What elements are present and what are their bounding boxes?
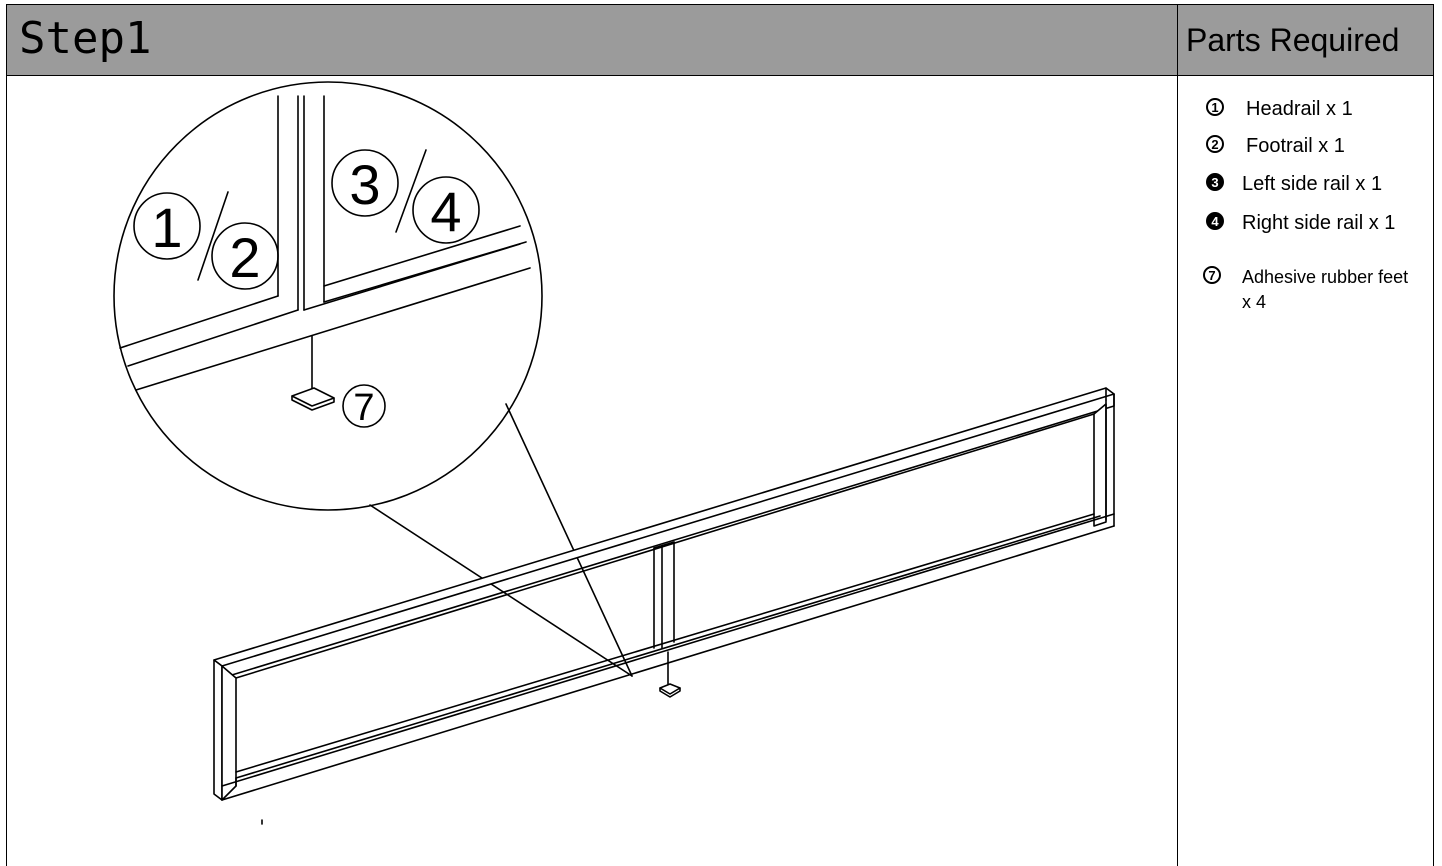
part-label: Adhesive rubber feet x 4 <box>1242 267 1409 312</box>
callout-circle-3 <box>331 149 399 217</box>
parts-panel <box>1178 76 1434 866</box>
callout-circle-2 <box>211 222 279 290</box>
step-header: Step1 <box>6 4 1178 76</box>
callout-circle-4 <box>412 176 480 244</box>
part-item-adhesive-rubber-feet: 7 Adhesive rubber feet x 4 <box>1178 266 1412 315</box>
magnifier-leader-line <box>369 504 633 677</box>
part-number-badge: 7 <box>1203 266 1221 284</box>
magnified-detail <box>119 95 531 411</box>
callout-number-2: 2 <box>229 226 260 289</box>
callout-number-3: 3 <box>349 153 380 216</box>
magnifier-leader-line <box>505 403 633 677</box>
part-number-badge: 4 <box>1206 212 1224 230</box>
bed-frame <box>213 387 1115 825</box>
part-number-badge: 3 <box>1206 173 1224 191</box>
parts-header: Parts Required <box>1178 4 1434 76</box>
part-number-badge: 2 <box>1206 135 1224 153</box>
drawing-panel <box>6 76 1178 866</box>
part-item-footrail: 2 Footrail x 1 <box>1178 135 1345 157</box>
part-label: Headrail x 1 <box>1246 98 1353 120</box>
part-label: Left side rail x 1 <box>1242 173 1383 195</box>
part-item-left-side-rail: 3 Left side rail x 1 <box>1178 173 1382 195</box>
part-number-badge: 1 <box>1206 98 1224 116</box>
part-item-right-side-rail: 4 Right side rail x 1 <box>1178 212 1395 234</box>
part-label: Right side rail x 1 <box>1242 212 1396 234</box>
parts-title: Parts Required <box>1186 22 1400 58</box>
part-item-headrail: 1 Headrail x 1 <box>1178 98 1353 120</box>
callout-number-1: 1 <box>151 196 182 259</box>
callout-number-7: 7 <box>353 387 374 429</box>
part-label: Footrail x 1 <box>1246 135 1345 157</box>
callout-circle-7 <box>342 384 386 428</box>
callout-number-4: 4 <box>430 180 461 243</box>
callout-circle-1 <box>133 192 201 260</box>
step-title: Step1 <box>19 13 152 64</box>
magnifier-circle <box>113 81 543 511</box>
